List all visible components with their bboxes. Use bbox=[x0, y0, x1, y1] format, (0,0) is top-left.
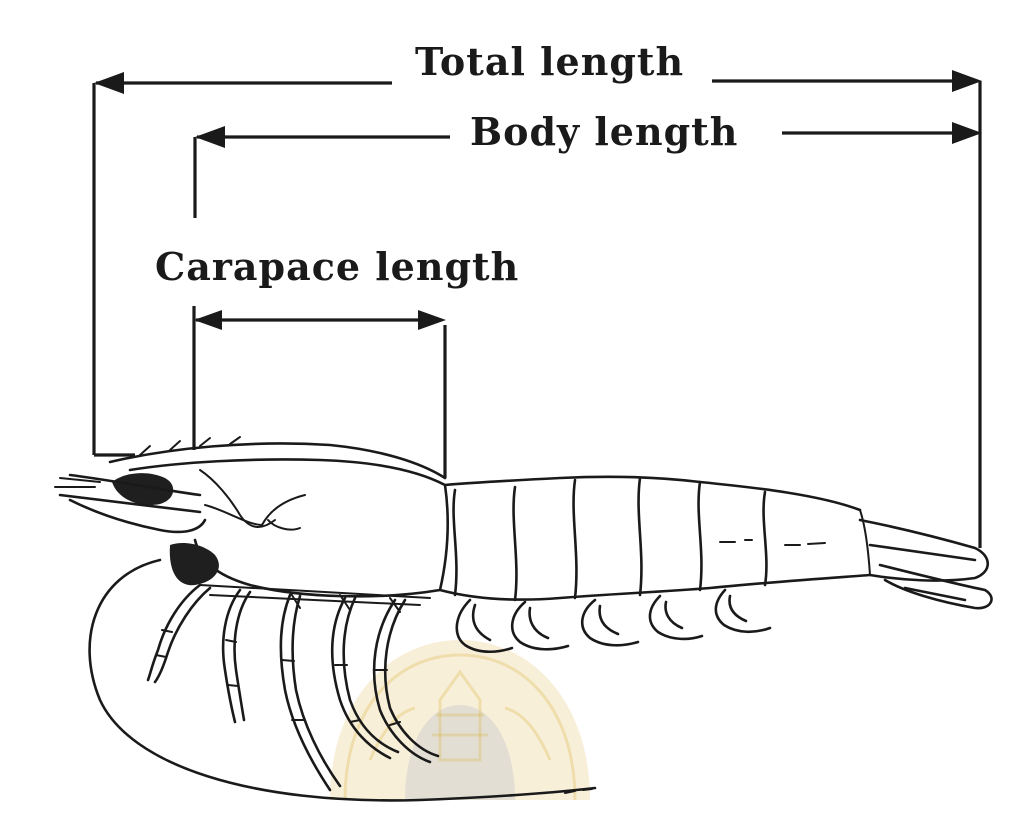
body-length-right-arrow-icon bbox=[952, 122, 982, 144]
university-seal-watermark-icon bbox=[330, 640, 590, 800]
pleopod-3 bbox=[582, 600, 638, 645]
pleopod-4 bbox=[650, 596, 702, 639]
total-length-right-arrow-icon bbox=[952, 70, 982, 92]
body-length-label: Body length bbox=[470, 109, 738, 154]
carapace-length-label: Carapace length bbox=[155, 244, 519, 289]
pleopod-2 bbox=[512, 602, 568, 649]
body-length-left-arrow-icon bbox=[195, 126, 225, 148]
abdomen-bottom bbox=[440, 575, 870, 600]
mouthparts bbox=[170, 543, 219, 585]
carapace-length-dimension: Carapace length bbox=[155, 244, 519, 478]
walking-leg-3 bbox=[281, 595, 340, 790]
carapace-right-arrow-icon bbox=[418, 310, 446, 330]
total-length-label: Total length bbox=[415, 39, 684, 84]
carapace-left-arrow-icon bbox=[194, 310, 222, 330]
pleopod-5 bbox=[716, 590, 770, 632]
body-length-dimension: Body length bbox=[195, 109, 982, 218]
total-length-left-arrow-icon bbox=[94, 72, 124, 94]
abdomen-top bbox=[445, 477, 860, 510]
tail-fan bbox=[860, 520, 988, 581]
walking-leg-2 bbox=[223, 590, 250, 722]
rostrum bbox=[110, 444, 445, 478]
walking-leg-1 bbox=[148, 585, 210, 682]
